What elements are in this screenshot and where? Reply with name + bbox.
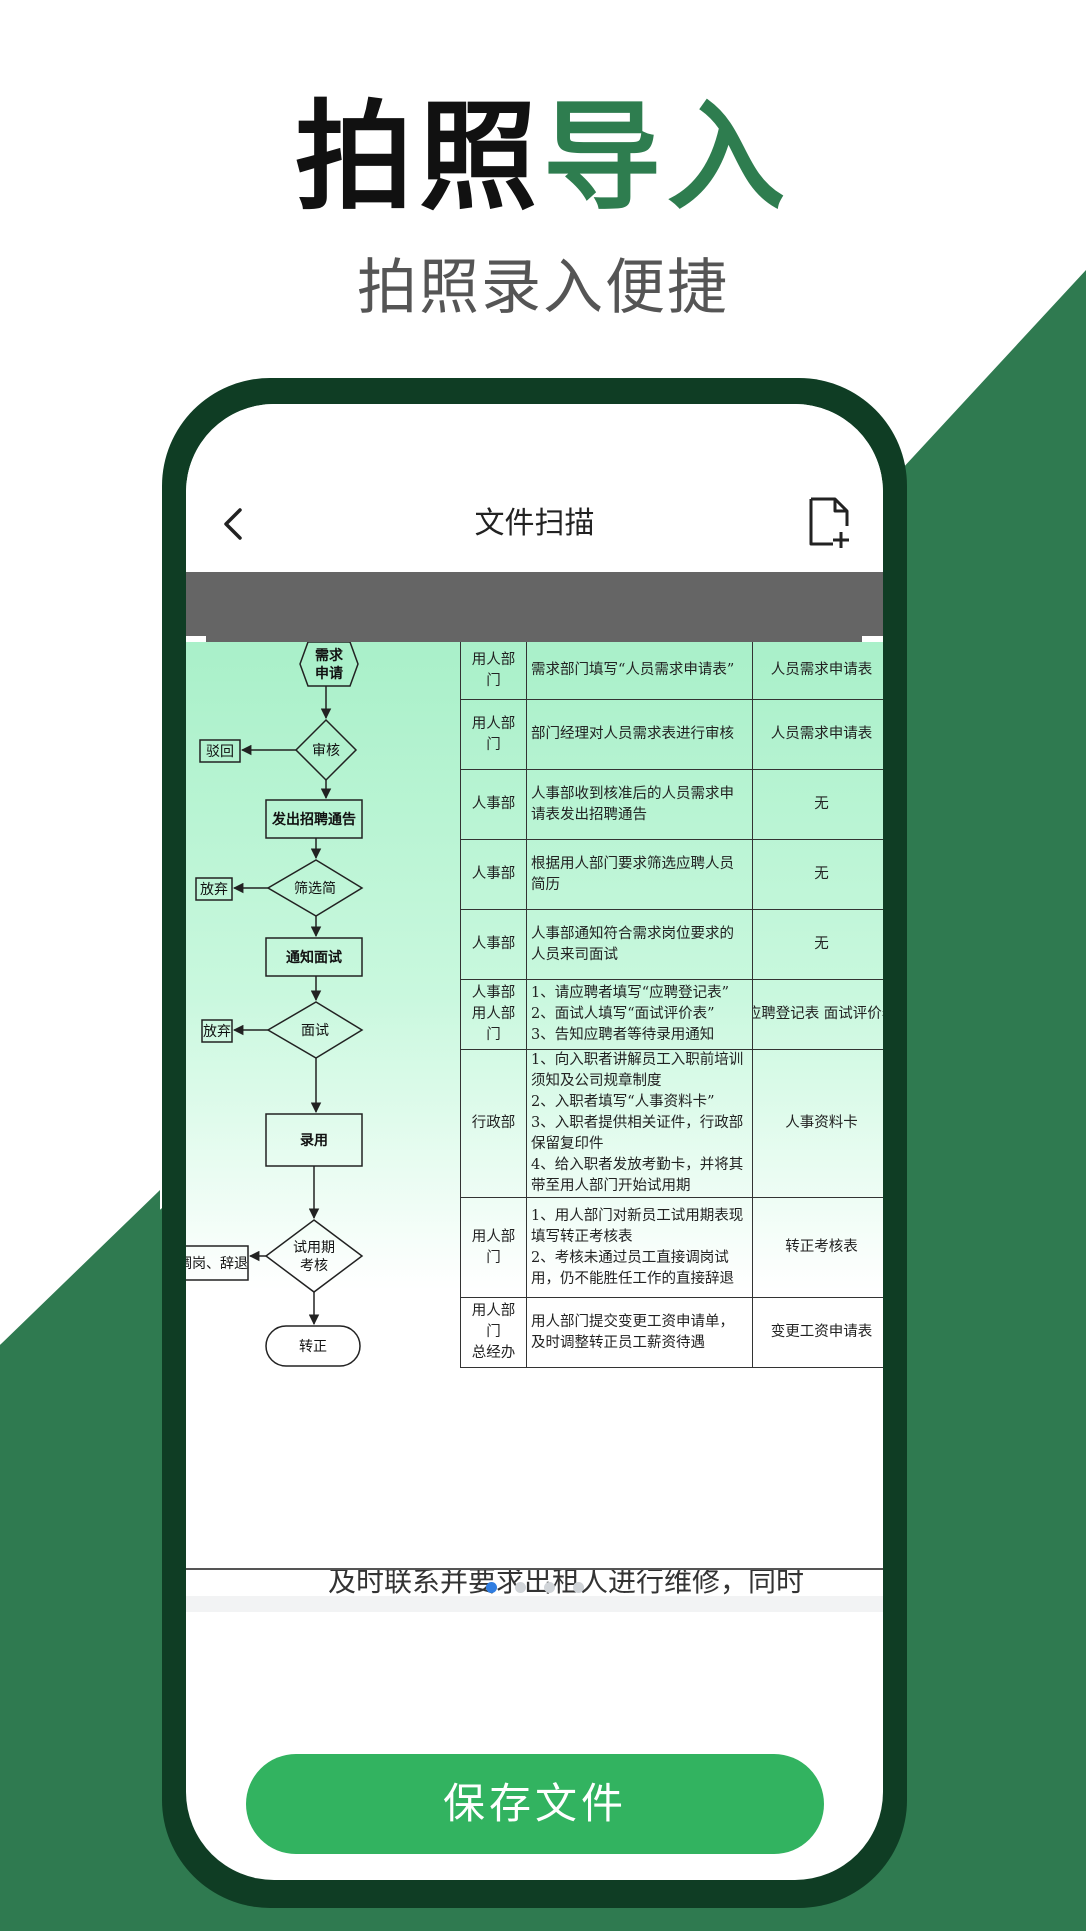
save-file-button[interactable]: 保存文件 <box>246 1754 824 1854</box>
hero-title: 拍照导入 <box>0 92 1086 222</box>
crop-handle-top-right[interactable] <box>862 636 883 666</box>
table-cell-desc: 用人部门提交变更工资申请单，及时调整转正员工薪资待遇 <box>526 1298 752 1367</box>
table-cell-desc: 1、向入职者讲解员工入职前培训须知及公司规章制度 2、入职者填写“人事资料卡” … <box>526 1050 752 1197</box>
phone-screen: 文件扫描 <box>186 404 883 1880</box>
hero-subtitle: 拍照录入便捷 <box>357 253 729 323</box>
page-dot[interactable] <box>485 1581 497 1593</box>
page-title: 文件扫描 <box>474 506 595 541</box>
fc-confirm-node <box>265 1325 361 1367</box>
table-cell-desc: 人事部收到核准后的人员需求申请表发出招聘通告 <box>526 770 752 839</box>
fc-interview-label: 面试 <box>301 1023 329 1039</box>
document-footer-text: 及时联系并要求出租人进行维修，同时 <box>328 1568 805 1596</box>
phone-frame: 文件扫描 <box>162 378 907 1908</box>
fc-publish-label: 发出招聘通告 <box>271 811 356 828</box>
page-dot[interactable] <box>514 1581 526 1593</box>
page-dot[interactable] <box>572 1581 584 1593</box>
fc-giveup-box-2 <box>201 1019 233 1043</box>
fc-start-node <box>299 642 359 687</box>
fc-start-label-2: 申请 <box>315 665 343 682</box>
table-cell-form: 转正考核表 <box>752 1198 883 1297</box>
table-cell-dept: 用人部门 <box>460 700 526 769</box>
file-add-icon <box>809 497 849 548</box>
document-footer: 及时联系并要求出租人进行维修，同时 <box>186 1568 883 1596</box>
flowchart: 需求 申请 审核 驳回 发出招聘通告 筛选简 放弃 通知面试 面试 放弃 录用 … <box>186 642 364 1367</box>
table-row: 人事部人事部收到核准后的人员需求申请表发出招聘通告无 <box>460 770 883 840</box>
table-cell-desc: 人事部通知符合需求岗位要求的人员来司面试 <box>526 910 752 979</box>
table-row: 用人部门部门经理对人员需求表进行审核人员需求申请表 <box>460 700 883 770</box>
navbar: 文件扫描 <box>186 404 883 572</box>
table-cell-desc: 根据用人部门要求筛选应聘人员简历 <box>526 840 752 909</box>
table-cell-form: 无 <box>752 840 883 909</box>
fc-hire-label: 录用 <box>300 1133 328 1149</box>
table-cell-form: 应聘登记表 面试评价表 <box>752 980 883 1049</box>
table-cell-form: 无 <box>752 910 883 979</box>
table-cell-dept: 行政部 <box>460 1050 526 1197</box>
fc-start-label-1: 需求 <box>315 647 344 664</box>
fc-giveup-label-1: 放弃 <box>200 882 228 898</box>
fc-notify-label: 通知面试 <box>286 949 342 966</box>
table-row: 人事部人事部通知符合需求岗位要求的人员来司面试无 <box>460 910 883 980</box>
table-cell-form: 变更工资申请表 <box>752 1298 883 1367</box>
table-cell-dept: 人事部 <box>460 840 526 909</box>
scanned-document[interactable]: 需求 申请 审核 驳回 发出招聘通告 筛选简 放弃 通知面试 面试 放弃 录用 … <box>186 642 883 1568</box>
crop-handle-top-left[interactable] <box>186 636 206 666</box>
table-cell-form: 人事资料卡 <box>752 1050 883 1197</box>
fc-reject-label: 驳回 <box>206 744 234 760</box>
fc-reject-box <box>199 739 241 763</box>
table-cell-dept: 人事部 用人部门 <box>460 980 526 1049</box>
table-cell-dept: 用人部门 <box>460 1198 526 1297</box>
fc-notify-box <box>265 937 363 977</box>
table-cell-desc: 需求部门填写“人员需求申请表” <box>526 642 752 699</box>
table-cell-dept: 人事部 <box>460 910 526 979</box>
fc-probation-label-2: 考核 <box>300 1258 328 1274</box>
table-cell-desc: 1、用人部门对新员工试用期表现填写转正考核表 2、考核未通过员工直接调岗试用，仍… <box>526 1198 752 1297</box>
crop-handle-bottom-left[interactable] <box>186 1546 206 1576</box>
fc-giveup-box-1 <box>195 877 233 901</box>
chevron-left-icon <box>224 508 242 540</box>
fc-confirm-label: 转正 <box>299 1339 327 1355</box>
fc-probation-label-1: 试用期 <box>293 1240 335 1256</box>
table-cell-form: 人员需求申请表 <box>752 642 883 699</box>
back-button[interactable] <box>216 500 256 548</box>
crop-handle-bottom-right[interactable] <box>862 1546 883 1576</box>
table-cell-dept: 用人部门 <box>460 642 526 699</box>
fc-probation-node <box>264 1219 364 1293</box>
table-cell-dept: 人事部 <box>460 770 526 839</box>
table-cell-dept: 用人部门 总经办 <box>460 1298 526 1367</box>
table-row: 人事部根据用人部门要求筛选应聘人员简历无 <box>460 840 883 910</box>
process-table: 用人部门需求部门填写“人员需求申请表”人员需求申请表用人部门部门经理对人员需求表… <box>460 642 883 1368</box>
table-cell-form: 无 <box>752 770 883 839</box>
add-file-button[interactable] <box>807 496 853 550</box>
page-indicator <box>186 1572 883 1602</box>
table-cell-desc: 部门经理对人员需求表进行审核 <box>526 700 752 769</box>
page-dot[interactable] <box>543 1581 555 1593</box>
fc-giveup-label-2: 放弃 <box>203 1024 231 1040</box>
fc-review-label: 审核 <box>312 743 340 759</box>
table-row: 用人部门 总经办用人部门提交变更工资申请单，及时调整转正员工薪资待遇变更工资申请… <box>460 1298 883 1368</box>
fc-transfer-box <box>186 1245 249 1281</box>
fc-publish-box <box>265 799 363 839</box>
table-cell-form: 人员需求申请表 <box>752 700 883 769</box>
table-row: 用人部门需求部门填写“人员需求申请表”人员需求申请表 <box>460 642 883 700</box>
scan-top-band <box>186 572 883 642</box>
scan-preview: 需求 申请 审核 驳回 发出招聘通告 筛选简 放弃 通知面试 面试 放弃 录用 … <box>186 572 883 1612</box>
fc-transfer-label: 调岗、辞退 <box>186 1256 248 1272</box>
hero-title-dark: 拍照 <box>294 88 543 226</box>
hero-title-green: 导入 <box>543 88 792 226</box>
table-cell-desc: 1、请应聘者填写“应聘登记表” 2、面试人填写“面试评价表” 3、告知应聘者等待… <box>526 980 752 1049</box>
fc-screen-label: 筛选简 <box>294 880 336 897</box>
